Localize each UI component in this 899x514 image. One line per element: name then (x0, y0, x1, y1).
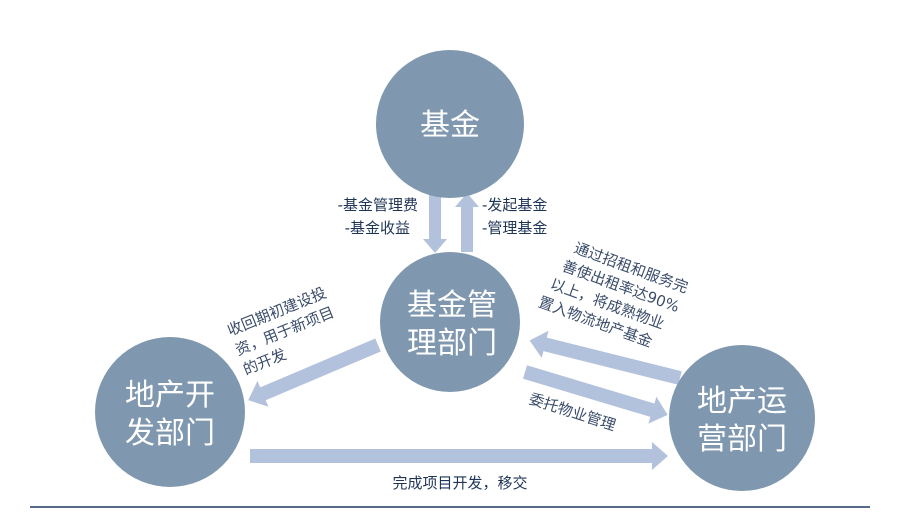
label-inject: 通过招租和服务完 善使出租率达90% 以上，将成熟物业 置入物流地产基金 (536, 239, 691, 351)
node-development-dept: 地产开 发部门 (95, 337, 245, 487)
label-handover: 完成项目开发，移交 (392, 474, 527, 492)
arrow-inject-to-fund-mgmt (529, 330, 682, 385)
node-label-line: 营部门 (697, 422, 787, 457)
label-line: -管理基金 (482, 219, 547, 237)
arrow-entrust-to-ops (522, 365, 668, 424)
label-launch: -发起基金 -管理基金 (482, 196, 547, 237)
node-label-line: 基金管 (407, 288, 497, 323)
node-label-line: 地产开 (125, 378, 215, 413)
node-fund-label: 基金 (420, 108, 480, 143)
node-fund: 基金 (376, 50, 524, 198)
node-label-line: 理部门 (407, 326, 497, 361)
label-line: -发起基金 (482, 196, 547, 214)
node-operations-dept: 地产运 营部门 (669, 345, 815, 491)
label-line: -基金收益 (345, 219, 410, 237)
label-line: -基金管理费 (338, 196, 418, 214)
arrow-recover-to-dev (248, 338, 381, 407)
node-label-line: 地产运 (697, 384, 787, 419)
node-label-line: 发部门 (125, 416, 215, 451)
arrow-fee-down (423, 195, 447, 253)
arrow-launch-up (455, 193, 479, 252)
arrow-handover-to-ops (250, 442, 668, 470)
node-fund-management-dept: 基金管 理部门 (380, 252, 520, 392)
label-fee: -基金管理费 -基金收益 (338, 196, 418, 237)
